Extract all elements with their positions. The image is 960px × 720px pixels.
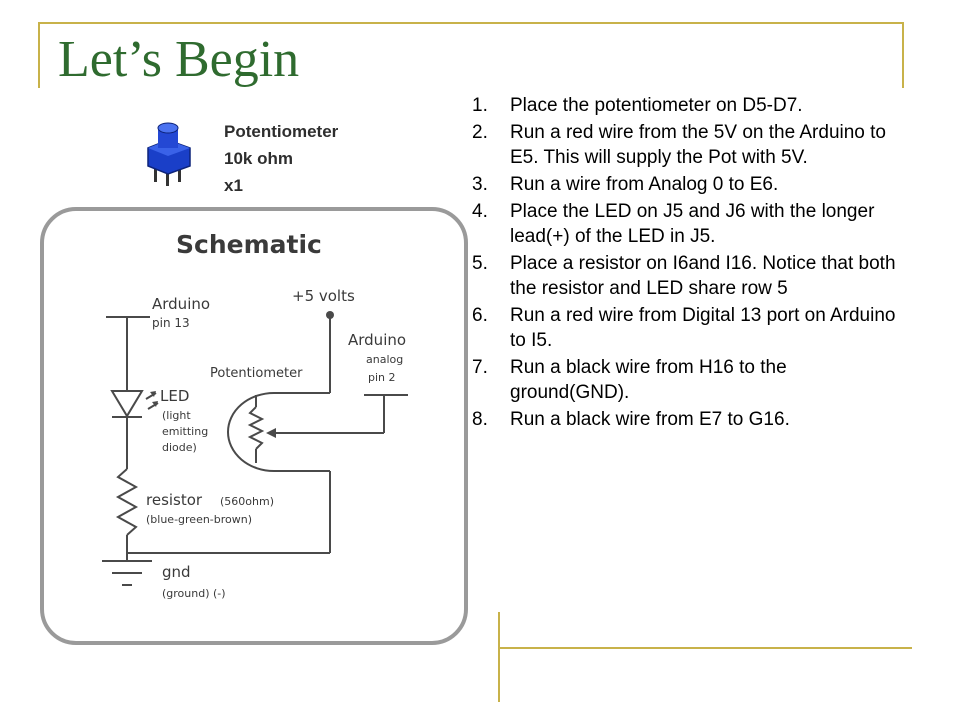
step-text: Run a red wire from Digital 13 port on A… (510, 305, 896, 351)
step-number: 8. (472, 409, 488, 430)
frame-line-right (902, 22, 904, 88)
step-number: 6. (472, 305, 488, 326)
resistor-label: resistor (146, 491, 203, 509)
step-text: Place a resistor on I6and I16. Notice th… (510, 253, 896, 299)
step-text: Run a red wire from the 5V on the Arduin… (510, 122, 886, 168)
component-quantity: x1 (224, 176, 243, 195)
step-number: 3. (472, 174, 488, 195)
pot-label: Potentiometer (210, 366, 303, 381)
led-desc-3: diode) (162, 441, 197, 454)
arduino-pin-label: pin 13 (152, 316, 190, 330)
step-text: Place the LED on J5 and J6 with the long… (510, 201, 875, 247)
component-labels: Potentiometer 10k ohm x1 (224, 118, 338, 199)
step-text: Run a black wire from H16 to the ground(… (510, 357, 787, 403)
analog-pin-label: pin 2 (368, 371, 396, 384)
list-item: 8. Run a black wire from E7 to G16. (470, 407, 900, 432)
list-item: 5. Place a resistor on I6and I16. Notice … (470, 251, 900, 301)
step-text: Place the potentiometer on D5-D7. (510, 95, 803, 116)
arduino2-label: Arduino (348, 331, 406, 349)
led-desc-2: emitting (162, 425, 208, 438)
potentiometer-icon (147, 122, 191, 186)
led-label: LED (160, 387, 189, 405)
step-text: Run a black wire from E7 to G16. (510, 409, 790, 430)
schematic-diagram: Schematic (40, 207, 468, 645)
step-number: 4. (472, 201, 488, 222)
step-number: 2. (472, 122, 488, 143)
step-text: Run a wire from Analog 0 to E6. (510, 174, 779, 195)
list-item: 7. Run a black wire from H16 to the groun… (470, 355, 900, 405)
component-value: 10k ohm (224, 149, 293, 168)
frame-line-top (38, 22, 904, 24)
list-item: 6. Run a red wire from Digital 13 port on… (470, 303, 900, 353)
list-item: 3. Run a wire from Analog 0 to E6. (470, 172, 900, 197)
frame-line-bottom-tick (498, 612, 500, 702)
frame-line-bottom (498, 647, 912, 649)
slide-title: Let’s Begin (58, 31, 300, 88)
instruction-list: 1. Place the potentiometer on D5-D7. 2. Ru… (470, 93, 900, 434)
gnd-desc: (ground) (-) (162, 587, 226, 600)
step-number: 7. (472, 357, 488, 378)
component-name: Potentiometer (224, 122, 339, 141)
volts-label: +5 volts (292, 287, 355, 305)
gnd-label: gnd (162, 563, 191, 581)
led-desc-1: (light (162, 409, 191, 422)
resistor-colors: (blue-green-brown) (146, 513, 252, 526)
step-number: 5. (472, 253, 488, 274)
list-item: 1. Place the potentiometer on D5-D7. (470, 93, 900, 118)
list-item: 2. Run a red wire from the 5V on the Ardu… (470, 120, 900, 170)
step-number: 1. (472, 95, 488, 116)
resistor-value: (560ohm) (220, 495, 274, 508)
arduino-label: Arduino (152, 295, 210, 313)
list-item: 4. Place the LED on J5 and J6 with the lo… (470, 199, 900, 249)
schematic-heading: Schematic (176, 230, 322, 259)
frame-line-left (38, 22, 40, 88)
analog-label: analog (366, 353, 403, 366)
